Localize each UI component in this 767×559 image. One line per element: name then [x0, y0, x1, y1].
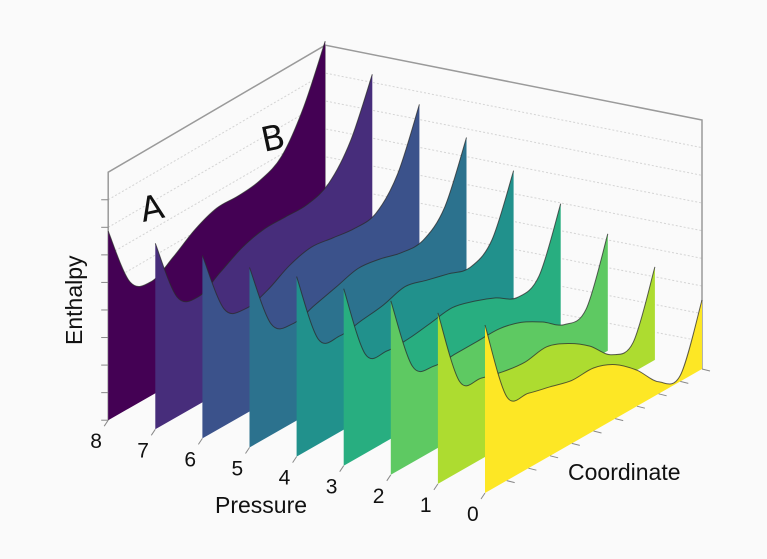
z-axis-label: Enthalpy — [61, 255, 87, 345]
gridline — [107, 267, 703, 394]
pressure-tick-label: 2 — [373, 485, 385, 508]
coordinate-tick — [615, 418, 624, 422]
coordinate-tick — [571, 442, 580, 446]
pressure-tick — [197, 438, 203, 445]
slice-curve — [437, 266, 656, 387]
annotation-a: A — [137, 187, 168, 231]
annotation-b: B — [258, 117, 289, 161]
tick-marks — [101, 199, 711, 500]
slice-curve — [390, 233, 609, 373]
x-axis-label: Coordinate — [568, 459, 681, 485]
pressure-tick-label: 5 — [232, 458, 244, 481]
slice-curve — [201, 104, 420, 315]
coordinate-tick — [636, 405, 646, 409]
pressure-tick-label: 0 — [467, 503, 479, 526]
coordinate-tick — [506, 480, 515, 484]
pressure-tick — [480, 492, 486, 500]
pressure-tick — [339, 465, 345, 472]
pressure-tick-label: 6 — [184, 448, 196, 471]
coordinate-tick — [701, 368, 711, 372]
pressure-tick-label: 1 — [420, 494, 432, 517]
coordinate-tick — [658, 393, 667, 397]
pressure-tick — [245, 447, 250, 454]
pressure-tick-label: 8 — [90, 430, 102, 453]
slice-curve — [343, 203, 562, 360]
pressure-tick-label: 4 — [279, 467, 291, 490]
slice-curve — [249, 137, 467, 330]
slice-curve — [154, 74, 373, 303]
coordinate-tick — [549, 455, 559, 459]
slices — [107, 41, 703, 493]
slice-pressure-0 — [484, 299, 703, 493]
pressure-tick — [433, 483, 439, 491]
slice-curve — [296, 170, 515, 344]
slice-fill — [485, 300, 702, 493]
pressure-tick — [150, 429, 156, 436]
pressure-tick-label: 3 — [326, 476, 338, 499]
coordinate-tick — [528, 467, 537, 471]
pressure-tick — [386, 474, 392, 482]
pressure-tick — [103, 419, 109, 427]
pressure-tick-label: 7 — [137, 439, 149, 462]
pressure-tick — [292, 456, 298, 463]
pressure-tick-labels: 0 1 2 3 4 5 6 7 8 — [90, 430, 478, 526]
coordinate-tick — [593, 430, 602, 434]
coordinate-tick — [680, 380, 689, 384]
slice-curve — [107, 41, 326, 287]
y-axis-label: Pressure — [215, 492, 307, 518]
slice-curve — [484, 299, 703, 402]
